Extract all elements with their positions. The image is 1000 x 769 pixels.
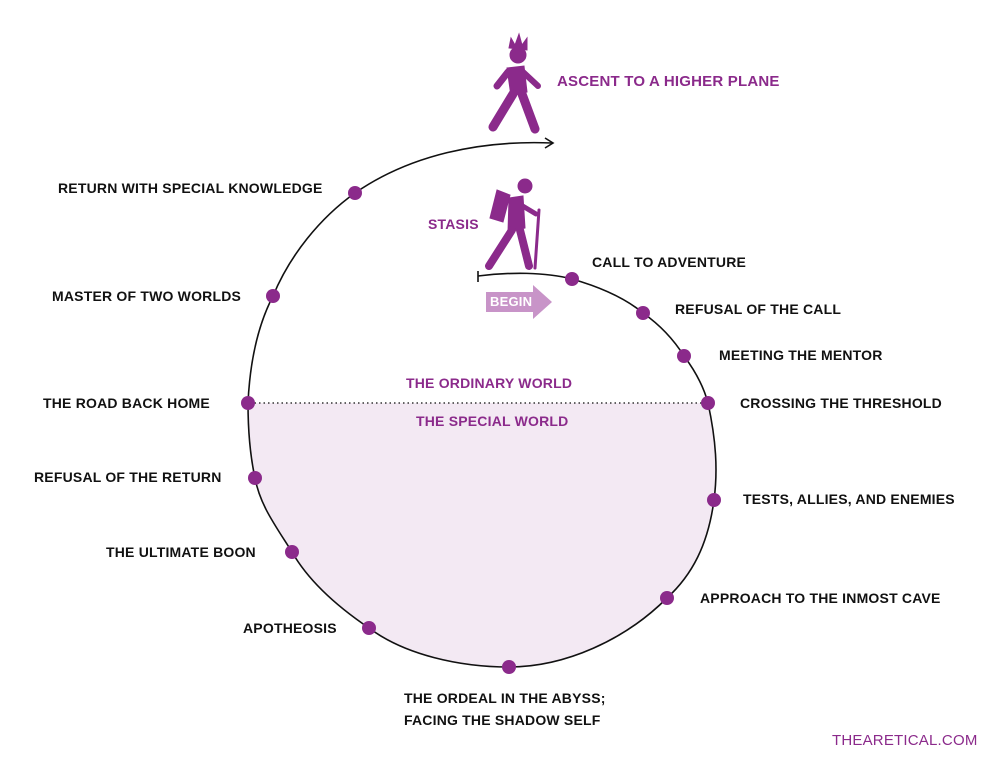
stage-call-to-adventure: CALL TO ADVENTURE — [592, 254, 747, 270]
return-arc — [247, 141, 553, 404]
stage-refusal-of-call: REFUSAL OF THE CALL — [675, 301, 842, 317]
stage-dot — [362, 621, 376, 635]
begin-label: BEGIN — [490, 294, 533, 309]
hiker-icon — [485, 178, 541, 270]
stage-apotheosis: APOTHEOSIS — [243, 620, 337, 636]
stage-approach-inmost-cave: APPROACH TO THE INMOST CAVE — [700, 590, 941, 606]
stage-dot — [707, 493, 721, 507]
stage-dot — [677, 349, 691, 363]
arrow-head — [544, 137, 555, 149]
stage-dot — [348, 186, 362, 200]
stage-ultimate-boon: THE ULTIMATE BOON — [106, 544, 256, 560]
stage-meeting-mentor: MEETING THE MENTOR — [719, 347, 883, 363]
stage-dot — [636, 306, 650, 320]
special-world-label: THE SPECIAL WORLD — [416, 413, 569, 429]
stage-refusal-of-return: REFUSAL OF THE RETURN — [34, 469, 222, 485]
ascent-label: ASCENT TO A HIGHER PLANE — [557, 73, 780, 90]
stasis-label: STASIS — [428, 216, 479, 232]
stage-crossing-threshold: CROSSING THE THRESHOLD — [740, 395, 942, 411]
stage-dot — [285, 545, 299, 559]
stage-return-special-knowledge: RETURN WITH SPECIAL KNOWLEDGE — [58, 180, 323, 196]
stage-dot — [701, 396, 715, 410]
stage-road-back-home: THE ROAD BACK HOME — [43, 395, 210, 411]
stage-master-two-worlds: MASTER OF TWO WORLDS — [52, 288, 242, 304]
stage-dot — [241, 396, 255, 410]
lower-cycle-arc — [247, 402, 717, 668]
begin-arrow-icon — [486, 285, 552, 319]
stage-ordeal-line1: THE ORDEAL IN THE ABYSS; — [404, 690, 606, 706]
stage-dot — [248, 471, 262, 485]
stage-dot — [502, 660, 516, 674]
ordinary-world-label: THE ORDINARY WORLD — [406, 375, 573, 391]
stage-dot — [565, 272, 579, 286]
stage-dot — [660, 591, 674, 605]
stage-tests-allies-enemies: TESTS, ALLIES, AND ENEMIES — [743, 491, 955, 507]
stage-ordeal-line2: FACING THE SHADOW SELF — [404, 712, 601, 728]
special-world-region — [248, 403, 716, 667]
stage-dot — [266, 289, 280, 303]
site-credit: THEARETICAL.COM — [832, 732, 978, 749]
crowned-walker-icon — [488, 32, 541, 134]
